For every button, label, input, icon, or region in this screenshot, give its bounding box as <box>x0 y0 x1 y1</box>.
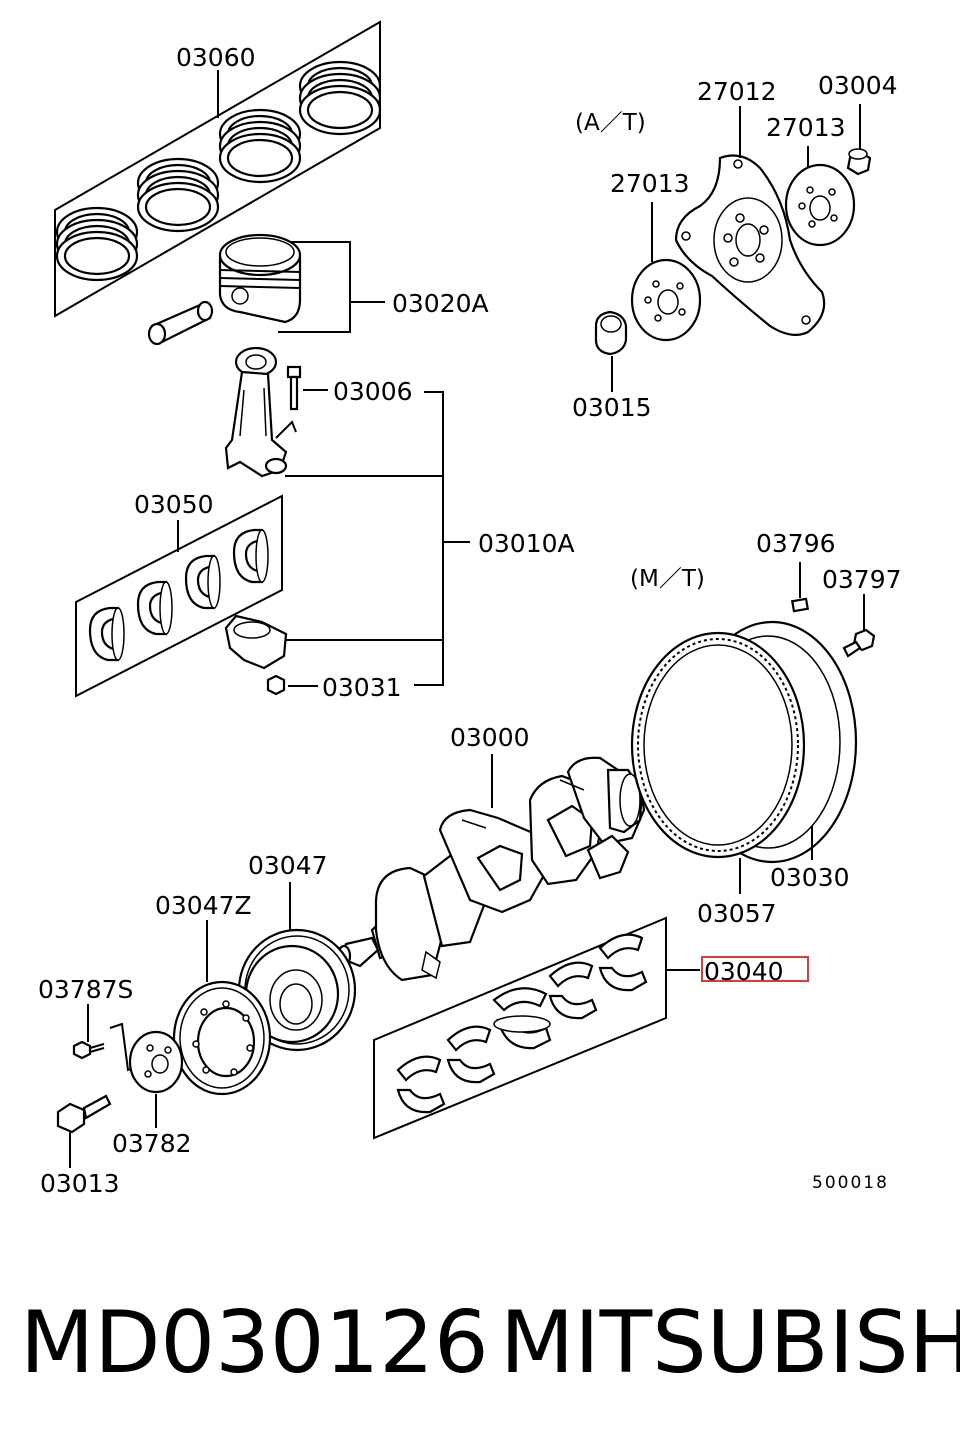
main-bearing-4 <box>548 961 598 1020</box>
washer-03782 <box>128 1030 184 1094</box>
label-27012: 27012 <box>697 77 777 106</box>
rod-bearing-3 <box>184 554 221 610</box>
label-03047Z: 03047Z <box>155 891 252 920</box>
piston-ring-set-2 <box>136 157 220 233</box>
label-03787S: 03787S <box>38 975 133 1004</box>
label-03797: 03797 <box>822 565 902 594</box>
bolt-03787S <box>72 1040 105 1060</box>
bolt-03004 <box>846 148 872 176</box>
rod-bolt <box>286 365 302 411</box>
rod-cap-and-nut: 03031 <box>224 614 402 702</box>
footer: MD030126 MITSUBISHI <box>0 1288 960 1398</box>
label-03010A: 03010A <box>478 529 575 558</box>
label-03015: 03015 <box>572 393 652 422</box>
rod-bearing-1 <box>88 606 125 662</box>
label-03030: 03030 <box>770 863 850 892</box>
piston-ring-set-1 <box>55 206 139 282</box>
rod-bearings-group: 03050 <box>75 490 283 698</box>
pulley-fasteners: 03787S 03782 03013 <box>38 975 192 1198</box>
label-27013-right: 27013 <box>766 113 846 142</box>
label-03057: 03057 <box>697 899 777 928</box>
piston-ring-set-4 <box>298 60 382 136</box>
adapter-plate-27013-right <box>784 163 856 247</box>
ring-gear-03057 <box>630 631 806 859</box>
label-03031: 03031 <box>322 673 402 702</box>
main-bearing-5 <box>598 933 648 992</box>
brand-name: MITSUBISHI <box>500 1293 960 1393</box>
flywheel-assembly-mt: (M／T) 03057 03030 03796 03797 <box>630 529 902 928</box>
main-bearing-2 <box>446 1025 496 1084</box>
piston-ring-set-3 <box>218 108 302 184</box>
label-03004: 03004 <box>818 71 898 100</box>
label-03040: 03040 <box>704 957 784 986</box>
highlight-box-03040 <box>701 956 809 982</box>
label-27013-left: 27013 <box>610 169 690 198</box>
diagram-code: 500018 <box>812 1173 889 1193</box>
rod-bearing-4 <box>232 528 269 584</box>
crankshaft: 03000 <box>336 723 646 982</box>
part-number: MD030126 <box>20 1293 489 1393</box>
piston-rings-group: 03060 <box>54 20 382 318</box>
main-bearings-group: 03040 <box>373 916 809 1140</box>
pin-03796 <box>790 597 810 613</box>
engine-parts-diagram: 03060 03020A 03006 <box>38 20 902 1198</box>
rod-bearing-2 <box>136 580 173 636</box>
crank-pulley-03047Z: 03047Z <box>155 891 272 1096</box>
label-03000: 03000 <box>450 723 530 752</box>
piston-pin <box>147 300 214 346</box>
bushing-03015 <box>594 310 628 356</box>
label-03060: 03060 <box>176 43 256 72</box>
main-bearing-3-thrust <box>492 987 552 1050</box>
label-03050: 03050 <box>134 490 214 519</box>
piston-assembly: 03020A <box>147 233 489 346</box>
label-mt: (M／T) <box>630 566 705 592</box>
drive-plate-27012 <box>674 154 826 337</box>
label-03006: 03006 <box>333 377 413 406</box>
label-03013: 03013 <box>40 1169 120 1198</box>
drive-plate-assembly-at: (A／T) 27012 03004 <box>572 71 898 422</box>
label-03047: 03047 <box>248 851 328 880</box>
label-03782: 03782 <box>112 1129 192 1158</box>
label-at: (A／T) <box>575 110 646 136</box>
connecting-rod-assembly: 03006 03010A <box>224 346 575 686</box>
main-bearing-1 <box>396 1055 446 1114</box>
bolt-03013 <box>56 1094 112 1134</box>
adapter-plate-27013-left <box>630 258 702 342</box>
bolt-03797 <box>842 628 876 658</box>
label-03796: 03796 <box>756 529 836 558</box>
label-03020A: 03020A <box>392 289 489 318</box>
